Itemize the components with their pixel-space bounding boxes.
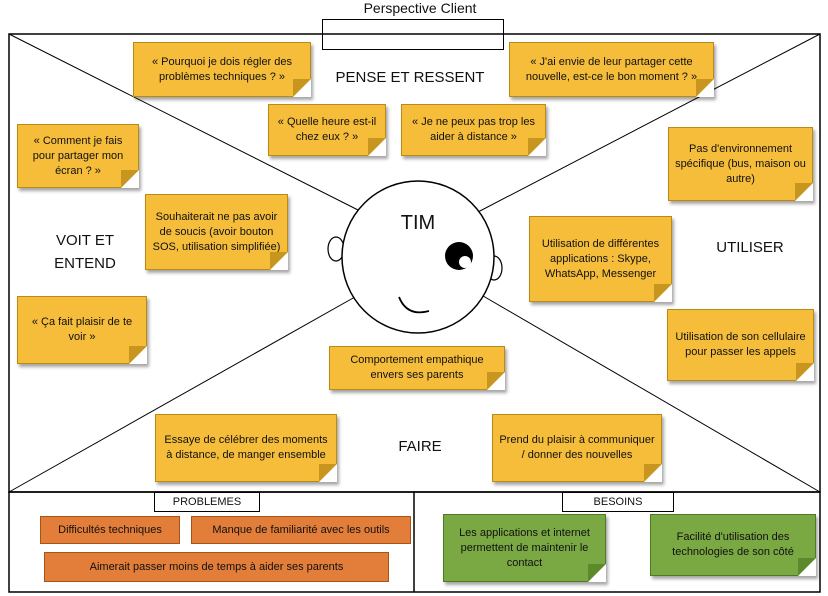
sticky-note: « J'ai envie de leur partager cette nouv… [509,42,714,97]
quadrant-label-pense: PENSE ET RESSENT [335,69,485,86]
need-note: Les applications et internet permettent … [443,514,606,582]
quadrant-label-utiliser: UTILISER [716,239,784,256]
sticky-note: Utilisation de son cellulaire pour passe… [667,309,814,381]
problem-note: Aimerait passer moins de temps à aider s… [44,552,389,582]
sticky-note: « Comment je fais pour partager mon écra… [17,124,139,188]
needs-label: BESOINS [562,492,674,512]
sticky-note: Souhaiterait ne pas avoir de soucis (avo… [145,194,288,270]
sticky-note: « Je ne peux pas trop les aider à distan… [401,104,546,156]
sticky-note: Essaye de célébrer des moments à distanc… [155,414,337,482]
sticky-note: « Quelle heure est-il chez eux ? » [268,104,386,156]
need-note: Facilité d'utilisation des technologies … [650,514,816,576]
persona-name: TIM [400,212,436,234]
problems-label: PROBLEMES [154,492,260,512]
sticky-note: « Pourquoi je dois régler des problèmes … [133,42,311,97]
quadrant-label-voit: VOIT ET ENTEND [54,232,116,272]
sticky-note: Prend du plaisir à communiquer / donner … [492,414,662,482]
problem-note: Difficultés techniques [40,516,180,544]
sticky-note: Utilisation de différentes applications … [529,216,672,302]
problem-note: Manque de familiarité avec les outils [191,516,411,544]
sticky-note: Pas d'environnement spécifique (bus, mai… [668,127,813,201]
diagram-title: Perspective Client [363,0,477,16]
quadrant-label-faire: FAIRE [398,438,442,455]
sticky-note: « Ça fait plaisir de te voir » [17,296,147,364]
persona-face [327,180,503,334]
sticky-note: Comportement empathique envers ses paren… [329,346,505,390]
